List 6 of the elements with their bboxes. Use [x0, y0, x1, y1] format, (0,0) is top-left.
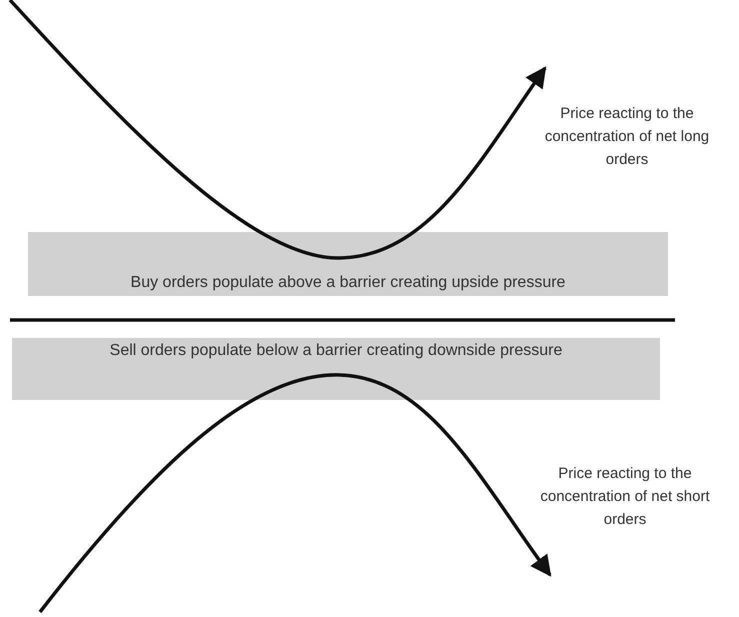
annotation-text: Price reacting to the concentration of net long orders [544, 104, 710, 170]
band-text: Sell orders populate below a barrier creating downside pressure [110, 342, 562, 360]
shaded-band [12, 338, 660, 400]
shaded-band [28, 232, 668, 296]
band-text: Buy orders populate above a barrier creating upside pressure [130, 274, 566, 292]
annotation-text: Price reacting to the concentration of net short orders [539, 464, 711, 530]
